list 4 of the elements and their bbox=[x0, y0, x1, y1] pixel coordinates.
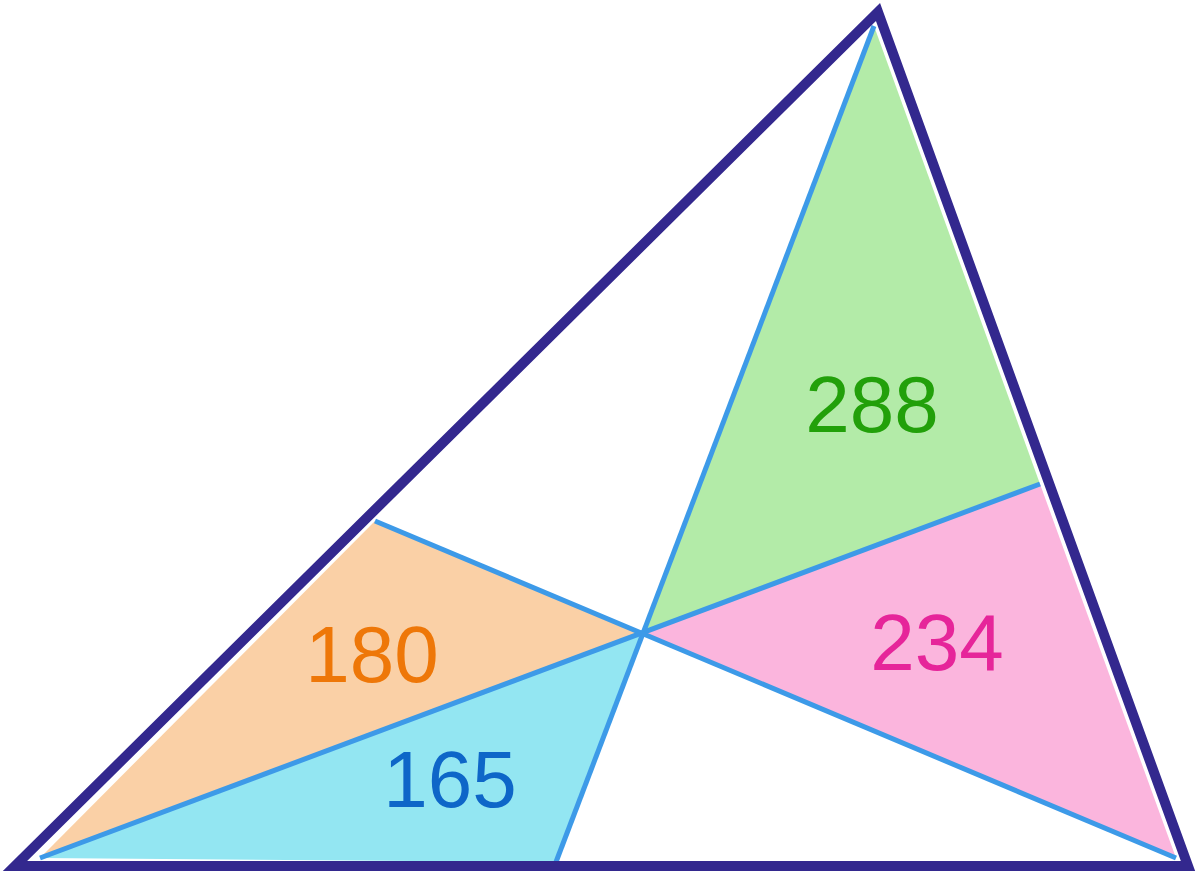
area-value: 288 bbox=[805, 365, 939, 445]
area-value: 165 bbox=[383, 740, 517, 820]
area-value: 180 bbox=[305, 615, 439, 695]
area-value: 234 bbox=[870, 603, 1004, 683]
